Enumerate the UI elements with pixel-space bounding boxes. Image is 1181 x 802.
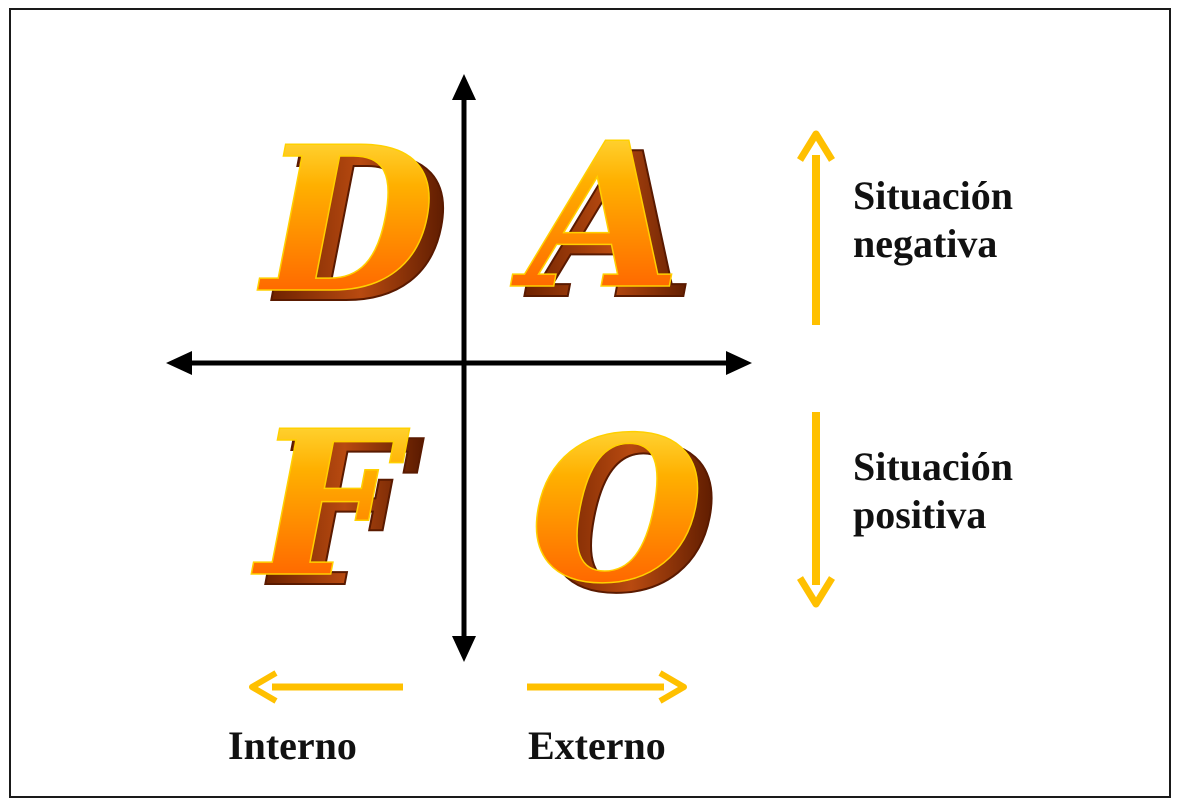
- negative-indicator-arrow: [797, 130, 835, 325]
- positive-label-line1: Situación: [853, 444, 1014, 489]
- negative-label-line2: negativa: [853, 221, 998, 266]
- positive-situation-label: Situación positiva: [853, 443, 1013, 539]
- axis-arrowhead-right: [726, 351, 752, 375]
- internal-label: Interno: [228, 723, 357, 768]
- letter-d: D D: [256, 102, 450, 349]
- negative-label-line1: Situación: [853, 173, 1014, 218]
- axis-arrowhead-left: [166, 351, 192, 375]
- letter-f-face: F: [251, 387, 410, 622]
- letter-o-extrusion: O: [544, 403, 718, 638]
- positive-label-line2: positiva: [853, 492, 987, 537]
- axis-arrowhead-down: [452, 636, 476, 662]
- external-indicator-arrow: [527, 670, 687, 704]
- letter-o: O O: [529, 392, 719, 639]
- diagram-frame: [9, 8, 1171, 798]
- internal-indicator-arrow: [249, 670, 403, 704]
- letter-f-extrusion: F: [265, 397, 424, 632]
- letter-f: F F: [250, 386, 425, 633]
- axis-arrowhead-up: [452, 74, 476, 100]
- positive-indicator-arrow: [797, 412, 835, 608]
- letter-d-face: D: [257, 103, 435, 338]
- vertical-axis: [452, 74, 476, 662]
- letter-a-extrusion: A: [524, 109, 695, 344]
- horizontal-axis: [166, 351, 752, 375]
- letter-a: A A: [509, 98, 696, 345]
- negative-situation-label: Situación negativa: [853, 172, 1013, 268]
- letter-o-face: O: [530, 393, 704, 628]
- letter-a-face: A: [510, 99, 681, 334]
- letter-d-extrusion: D: [271, 113, 449, 348]
- external-label: Externo: [528, 723, 666, 768]
